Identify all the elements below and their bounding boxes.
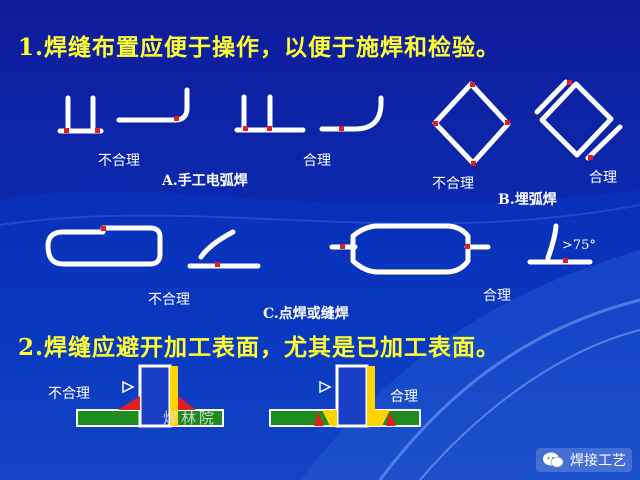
label-s2-bad: 不合理 (48, 386, 90, 402)
diagram-b-good (534, 79, 623, 161)
label-b-good: 合理 (589, 170, 617, 186)
diagram-b-bad (432, 81, 511, 166)
angle-label: >75° (562, 238, 596, 253)
label-a-bad: 不合理 (98, 153, 140, 169)
diagram-c-bad (45, 225, 261, 269)
diagram-c-good (329, 223, 593, 275)
caption-a: A.手工电弧焊 (162, 173, 248, 189)
diagram-a-good (234, 94, 384, 133)
diagram-s2-good (269, 364, 421, 428)
watermark: 焊接工艺 (536, 448, 632, 472)
diagram-a-bad (57, 87, 190, 134)
label-c-good: 合理 (483, 288, 511, 304)
caption-c: C.点焊或缝焊 (263, 306, 349, 322)
label-c-bad: 不合理 (148, 292, 190, 308)
caption-b: B.埋弧焊 (498, 192, 557, 208)
label-b-bad: 不合理 (432, 176, 474, 192)
label-a-good: 合理 (303, 153, 331, 169)
watermark-text: 焊接工艺 (570, 453, 626, 469)
heading-2: 2.焊缝应避开加工表面，尤其是已加工表面。 (18, 334, 501, 361)
diagram-s2-bad (76, 364, 224, 428)
wechat-icon (542, 451, 564, 469)
label-s2-good: 合理 (390, 389, 418, 405)
stamp-text: 焊林院 (163, 409, 218, 427)
heading-1: 1.焊缝布置应便于操作，以便于施焊和检验。 (18, 34, 501, 61)
